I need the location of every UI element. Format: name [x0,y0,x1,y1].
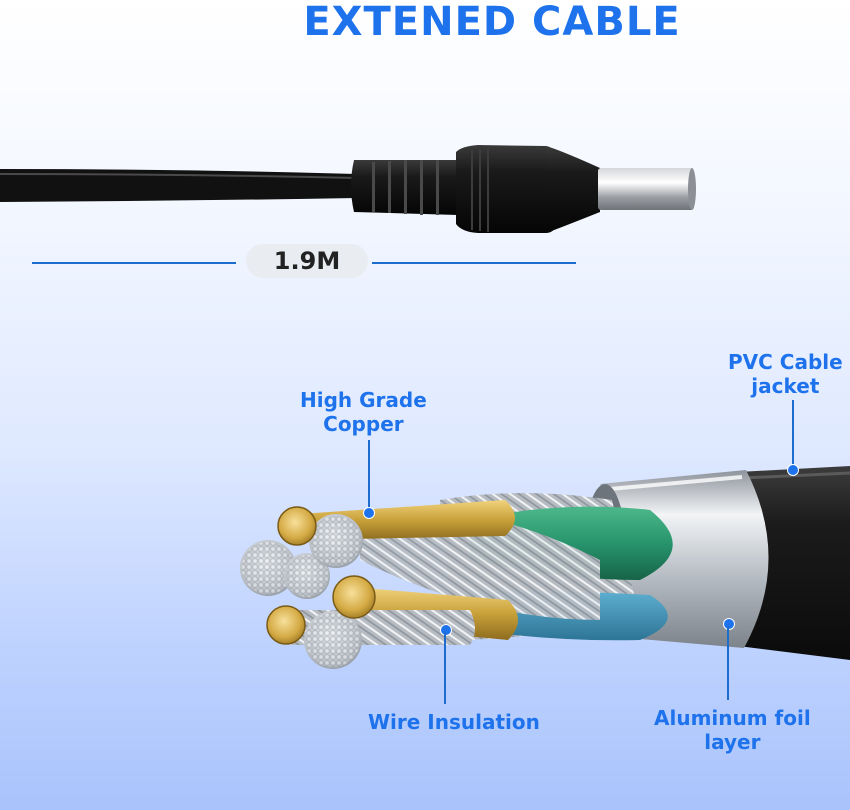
measure-line-right [372,262,576,264]
callout-copper: High Grade Copper [300,388,427,436]
leader-dot-pvc-jacket [787,464,799,476]
callout-pvc-jacket: PVC Cable jacket [728,350,843,398]
callout-copper-line1: High Grade [300,388,427,412]
leader-insulation [444,632,446,704]
callout-foil: Aluminum foil layer [654,706,811,754]
cable-cross-section [240,466,850,669]
length-label: 1.9M [273,247,341,275]
callout-pvc-jacket-line1: PVC Cable [728,350,843,374]
callout-copper-line2: Copper [323,412,404,436]
measure-line-left [32,262,236,264]
leader-copper [368,440,370,512]
callout-insulation-line1: Wire Insulation [368,710,540,734]
dc-plug [0,145,696,233]
callout-pvc-jacket-line2: jacket [751,374,820,398]
leader-pvc-jacket [792,400,794,468]
callout-foil-line2: layer [704,730,761,754]
leader-dot-foil [723,618,735,630]
length-badge [246,244,368,278]
page-title: EXTENED CABLE [303,0,681,45]
leader-dot-insulation [440,624,452,636]
leader-foil [727,626,729,700]
leader-dot-copper [363,507,375,519]
callout-foil-line1: Aluminum foil [654,706,811,730]
callout-insulation: Wire Insulation [368,710,540,734]
